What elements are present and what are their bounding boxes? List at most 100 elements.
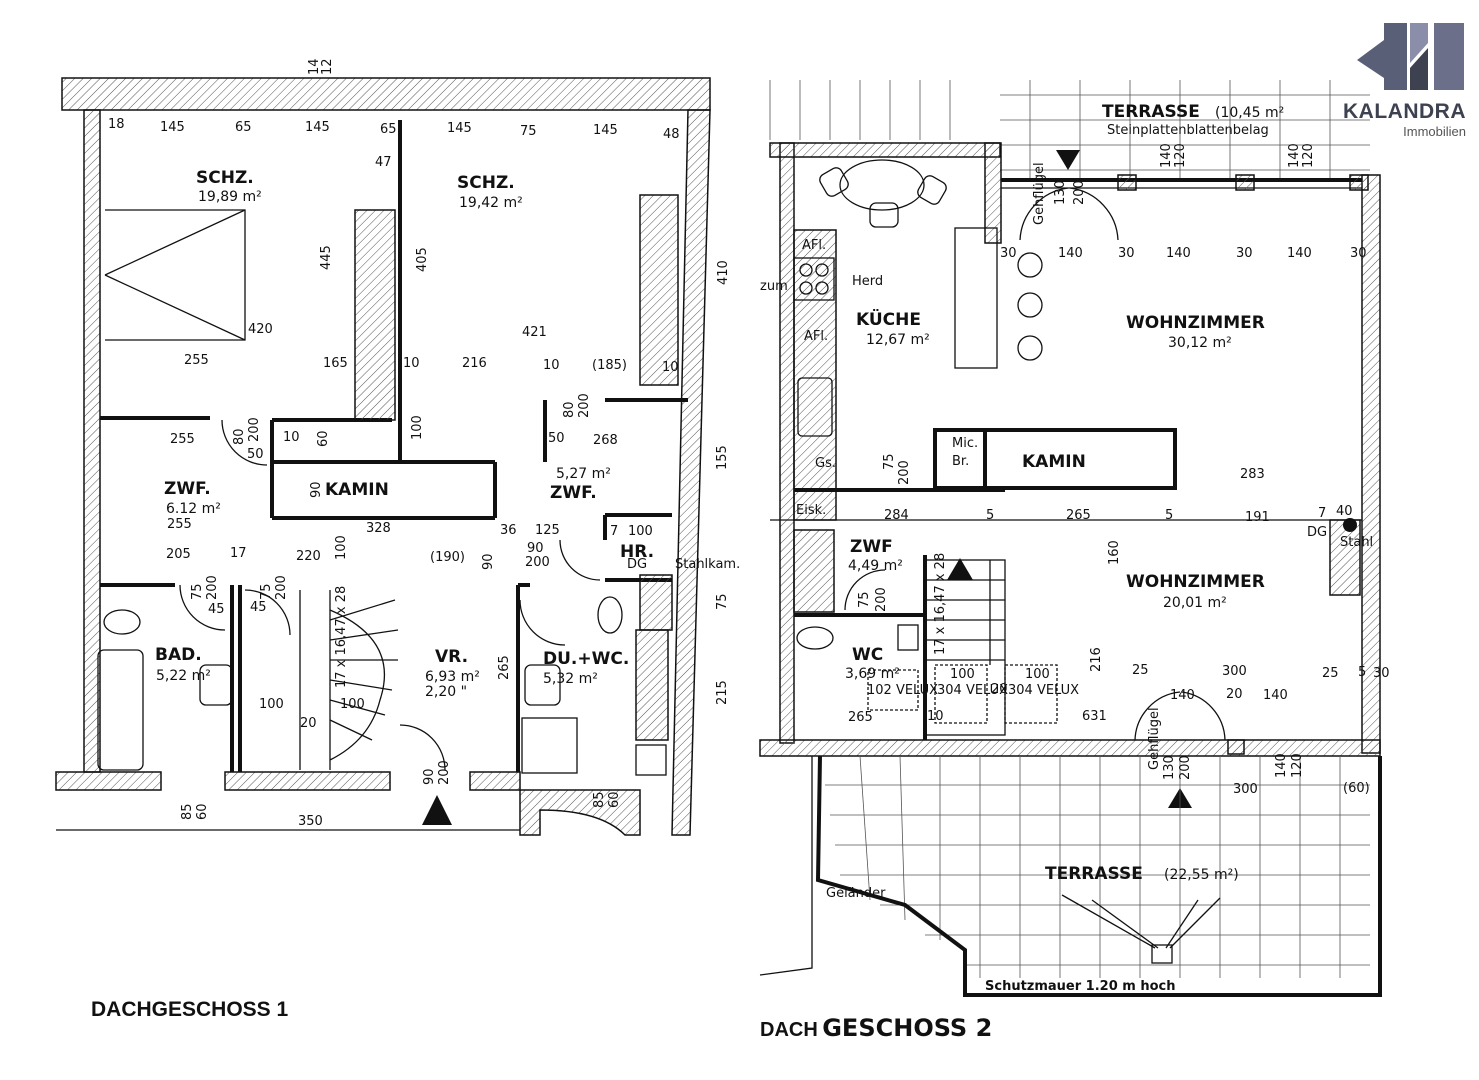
dim: 120 [1290,753,1305,778]
top-wall [769,142,1001,158]
dim: 216 [462,356,487,371]
room-label: ZWF [850,537,893,557]
dim: 75 [520,124,537,139]
dim: 10 [927,709,944,724]
terrace-outline [815,755,1382,997]
dim: 18 [108,117,125,132]
roof-edge [61,77,711,111]
slope-line [1061,894,1156,949]
dim: 17 [230,546,247,561]
floor1-caption: DACHGESCHOSS 1 [91,998,289,1021]
dim: 205 [166,547,191,562]
dim: 60 [607,791,622,808]
annotation: Steinplattenblattenbelag [1107,123,1269,138]
toilet [597,596,623,634]
dim: 328 [366,521,391,536]
washbasin-small [635,744,667,776]
door-swing [221,419,268,466]
dim: 120 [1173,143,1188,168]
bed [104,209,246,276]
stahlkamin [639,574,673,631]
door-swing [559,539,601,581]
bottom-wall-right [469,771,521,791]
floor-plan-dachgeschoss-1 [55,77,711,836]
dim: (60) [1343,781,1370,796]
room-label: DU.+WC. [543,649,629,669]
dim: 45 [208,602,225,617]
dim: 216 [1089,647,1104,672]
annotation: Gehflügel [1147,707,1162,770]
dim: 300 [1233,782,1258,797]
dim: 200 [525,555,550,570]
dim: 14 [307,58,322,75]
dim: 25 [1322,666,1339,681]
slope-line [1165,899,1199,949]
dim: 20 [991,682,1008,697]
dim: 191 [1245,510,1270,525]
dim: 75 [715,593,730,610]
dim: 140 [1274,753,1289,778]
dim: 145 [160,120,185,135]
room-label: SCHZ. [196,168,254,188]
dim: 165 [323,356,348,371]
dim: 90 [309,481,324,498]
door-swing [1069,187,1119,241]
stove-burner [799,281,813,295]
dim: 5 [1358,665,1366,680]
dim: 255 [184,353,209,368]
floor2-caption-big: GESCHOSS 2 [822,1014,993,1042]
right-wall [671,109,711,836]
room-area: 3,69 m² [845,666,900,682]
room-label: KAMIN [325,480,389,500]
entrance-arrow-icon [422,795,452,825]
bar-stool [1017,335,1043,361]
annotation: 304 VELUX [1008,683,1079,698]
dim: 100 [259,697,284,712]
dim: 410 [716,260,731,285]
stove-burner [815,263,829,277]
dim: 30 [1118,246,1135,261]
floor-plan-dachgeschoss-2 [759,80,1382,997]
annotation: Schutzmauer 1.20 m hoch [985,979,1176,994]
wardrobe [635,629,669,741]
dim: 140 [1287,143,1302,168]
dim: 30 [1373,666,1390,681]
dim: 60 [195,803,210,820]
floor1-labels: SCHZ. 19,89 m² SCHZ. 19,42 m² ZWF. 6.12 … [155,168,740,700]
door-swing [519,599,566,646]
room-area: 20,01 m² [1163,595,1227,611]
door-swing [844,569,886,611]
dim: 160 [1107,540,1122,565]
dim: 405 [415,247,430,272]
dim: 7 [1318,506,1326,521]
floor1-dimensions: 18 145 65 145 65 145 75 145 48 47 445 40… [108,58,731,829]
dim: 200 [1072,180,1087,205]
dim: 631 [1082,709,1107,724]
dim: 10 [283,430,300,445]
annotation: 102 VELUX [867,683,938,698]
dim: 7 [610,524,618,539]
annotation: Stahlkam. [675,557,740,572]
dim: 200 [897,460,912,485]
dim: 220 [296,549,321,564]
slope-line [1091,899,1159,949]
room-label: WOHNZIMMER [1126,313,1265,333]
bar-stool [1017,292,1043,318]
room-label: WOHNZIMMER [1126,572,1265,592]
dim: 80 [232,428,247,445]
kalandra-logo: KALANDRA Immobilien [1332,18,1472,148]
dim: 65 [235,120,252,135]
stove [793,257,835,301]
dim: 30 [1000,246,1017,261]
dim: 50 [247,447,264,462]
chair [819,167,849,197]
kamin-block [933,428,1177,490]
chair [869,202,899,228]
shower [521,717,578,774]
dim: 268 [593,433,618,448]
stair-down [519,789,641,836]
dim: 145 [593,123,618,138]
dim: 140 [1170,688,1195,703]
bathtub [97,649,144,771]
